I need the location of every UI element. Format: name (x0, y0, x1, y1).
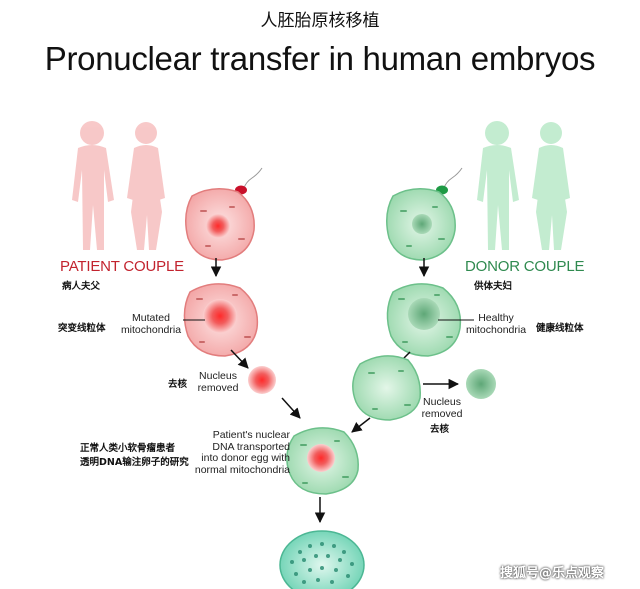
donor-fertilized-egg (386, 167, 463, 261)
transfer-line4: normal mitochondria (194, 463, 290, 476)
donor-removed-line1: Nucleus (423, 396, 461, 408)
donor-removed-label: Nucleus removed (412, 396, 472, 420)
reconstructed-egg (286, 427, 359, 495)
donor-enucleated-egg (352, 355, 421, 421)
patient-mito-line2: mitochondria (120, 324, 182, 336)
side-note-line1: 正常人类小软骨瘤患者 (80, 443, 176, 454)
patient-removed-label: Nucleus removed (190, 370, 246, 394)
donor-removed-cn: 去核 (430, 424, 450, 435)
patient-removed-cn: 去核 (168, 379, 188, 390)
donor-removed-nucleus (466, 369, 496, 399)
side-note-cn: 正常人类小软骨瘤患者 透明DNA输注卵子的研究 (80, 442, 189, 470)
donor-removed-line2: removed (421, 408, 463, 420)
patient-mito-cn: 突变线粒体 (58, 323, 106, 334)
transfer-line1: Patient's nuclear (212, 429, 290, 441)
donor-mito-line1: Healthy (478, 312, 514, 324)
transfer-description: Patient's nuclear DNA transported into d… (186, 429, 290, 476)
patient-fertilized-egg (185, 167, 263, 261)
patient-couple-cn: 病人夫父 (62, 281, 101, 292)
donor-couple-silhouettes (477, 121, 570, 250)
patient-couple-label: PATIENT COUPLE (60, 258, 184, 275)
transfer-line2: DNA transported (212, 440, 290, 453)
donor-couple-label: DONOR COUPLE (465, 258, 585, 275)
donor-man-silhouette (477, 121, 519, 250)
patient-woman-silhouette (127, 122, 165, 250)
title-english: Pronuclear transfer in human embryos (44, 40, 596, 77)
patient-mito-line1: Mutated (132, 312, 170, 324)
watermark: 搜狐号@乐点观察 (500, 566, 605, 581)
donor-mito-line2: mitochondria (465, 324, 527, 336)
side-note-line2: 透明DNA输注卵子的研究 (80, 457, 189, 468)
patient-removed-nucleus (248, 366, 276, 394)
patient-couple-silhouettes (72, 121, 165, 250)
patient-removed-line1: Nucleus (199, 370, 237, 382)
patient-pronuclear-egg (183, 283, 259, 357)
donor-woman-silhouette (532, 122, 570, 250)
blastocyst-embryo (279, 530, 365, 589)
patient-man-silhouette (72, 121, 114, 250)
title-chinese: 人胚胎原核移植 (260, 11, 380, 31)
donor-mito-label: Healthy mitochondria (459, 312, 533, 336)
patient-mito-label: Mutated mitochondria (116, 312, 186, 336)
donor-couple-cn: 供体夫妇 (474, 281, 513, 292)
donor-pronuclear-egg (386, 283, 462, 357)
patient-removed-line2: removed (197, 382, 239, 394)
transfer-line3: into donor egg with (201, 452, 290, 464)
donor-mito-cn: 健康线粒体 (536, 323, 584, 334)
